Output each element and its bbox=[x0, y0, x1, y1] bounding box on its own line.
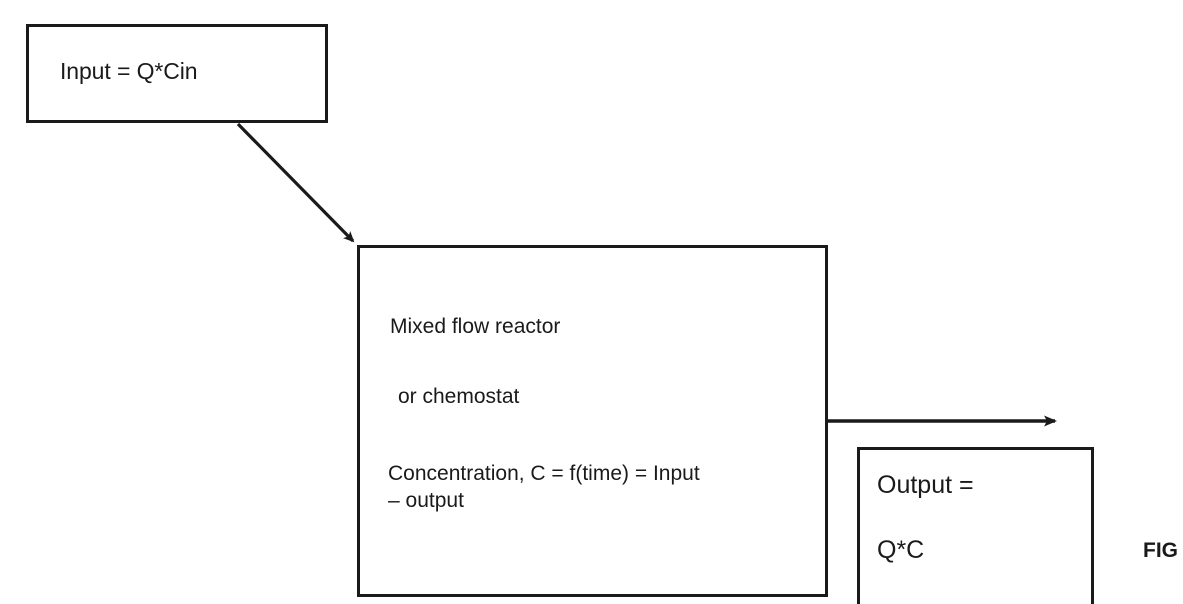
input-box bbox=[26, 24, 328, 123]
output-box bbox=[857, 447, 1094, 604]
reactor-title-label: Mixed flow reactor bbox=[390, 315, 561, 338]
input-box-label: Input = Q*Cin bbox=[60, 58, 198, 84]
reactor-alt-name-label: or chemostat bbox=[398, 385, 520, 408]
input-flow-arrow bbox=[236, 122, 355, 243]
output-box-label-line1: Output = bbox=[877, 471, 974, 499]
figure-caption: FIG for or bbox=[1143, 478, 1183, 604]
reactor-concentration-label: Concentration, C = f(time) = Input– outp… bbox=[388, 462, 700, 512]
output-box-label-line2: Q*C bbox=[877, 536, 925, 564]
reactor-box bbox=[357, 245, 828, 597]
figure-caption-line1: FIG bbox=[1143, 539, 1178, 562]
